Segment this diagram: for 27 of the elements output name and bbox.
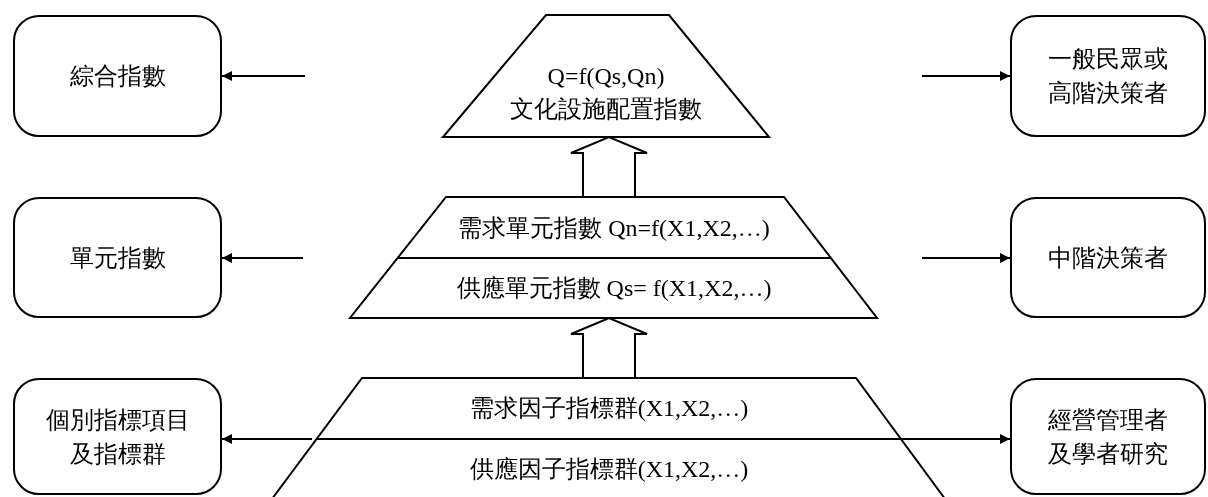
band-label: 文化設施配置指數 bbox=[510, 95, 702, 124]
rounded-box bbox=[13, 15, 222, 137]
arrow bbox=[221, 434, 313, 444]
trapezoid-box bbox=[443, 15, 769, 137]
arrow bbox=[921, 253, 1011, 263]
block-arrow bbox=[570, 135, 648, 198]
box-label: 一般民眾或高階決策者 bbox=[1047, 45, 1169, 108]
band-label: 需求因子指標群(X1,X2,…) bbox=[469, 394, 749, 423]
formula-text: Q=f(Qs,Qn) bbox=[547, 62, 665, 91]
trapezoid-box bbox=[350, 197, 877, 318]
box-label: 個別指標項目及指標群 bbox=[44, 405, 191, 469]
box-label: 單元指數 bbox=[68, 243, 167, 273]
rounded-box bbox=[13, 378, 222, 495]
band-label: 需求單元指數 Qn=f(X1,X2,…) bbox=[458, 214, 770, 243]
rounded-box bbox=[13, 197, 222, 318]
arrow bbox=[221, 253, 304, 263]
box-label: 綜合指數 bbox=[68, 62, 167, 91]
block-arrow bbox=[570, 316, 648, 379]
rounded-box bbox=[1010, 15, 1206, 137]
box-label: 中階決策者 bbox=[1047, 243, 1169, 273]
arrow bbox=[221, 71, 306, 81]
band-label: 供應因子指標群(X1,X2,…) bbox=[469, 455, 749, 484]
band-label: 供應單元指數 Qs= f(X1,X2,…) bbox=[456, 274, 772, 303]
rounded-box bbox=[1010, 378, 1206, 495]
rounded-box bbox=[1010, 197, 1206, 318]
arrow bbox=[921, 71, 1011, 81]
box-label: 經營管理者及學者研究 bbox=[1047, 405, 1169, 469]
